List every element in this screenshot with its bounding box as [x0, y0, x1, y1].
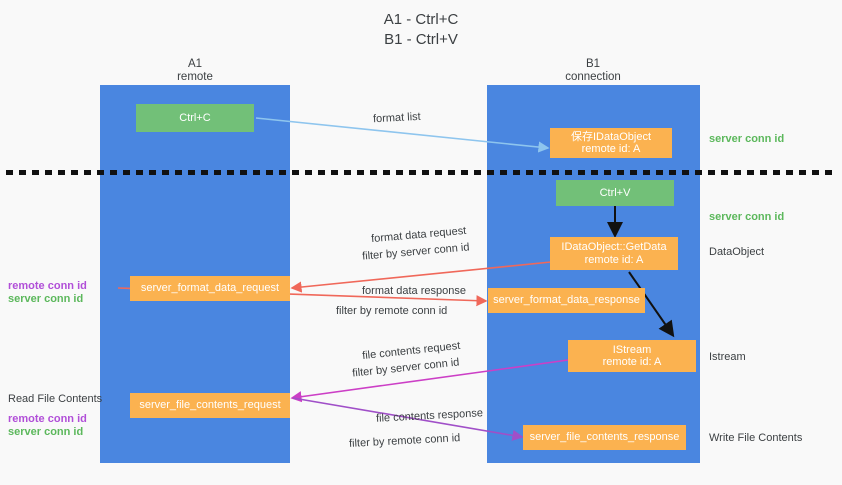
- box-getdata-line2: remote id: A: [584, 253, 644, 266]
- arrow-file-contents-request: [290, 359, 569, 403]
- diagram-title: A1 - Ctrl+C B1 - Ctrl+V: [0, 10, 842, 50]
- title-line-1: A1 - Ctrl+C: [383, 11, 459, 28]
- lane-header-a1-name: A1: [187, 58, 203, 70]
- box-save-idataobject-line2: remote id: A: [581, 143, 641, 155]
- annotation-server-conn-id-left-1: server conn id: [8, 293, 84, 305]
- annotation-dataobject: DataObject: [709, 246, 765, 258]
- annotation-server-conn-id-left-2: server conn id: [8, 426, 84, 438]
- box-save-idataobject[interactable]: 保存IDataObject remote id: A: [550, 128, 672, 158]
- dashed-divider: [6, 170, 836, 175]
- lane-header-b1-sub: connection: [565, 71, 621, 83]
- lane-header-b1: B1 connection: [528, 58, 658, 84]
- annotation-write-file-contents: Write File Contents: [709, 432, 803, 444]
- arrow-getdata-to-istream: [628, 271, 675, 338]
- edge-label-format-list: format list: [372, 110, 421, 126]
- annotation-server-conn-id-top: server conn id: [709, 133, 785, 145]
- box-idataobject-getdata[interactable]: IDataObject::GetData remote id: A: [550, 237, 678, 270]
- edge-label-format-data-response: format data response: [362, 285, 466, 297]
- box-getdata-line1: IDataObject::GetData: [561, 241, 667, 253]
- lane-header-a1: A1 remote: [130, 58, 260, 84]
- box-save-idataobject-line1: 保存IDataObject: [570, 130, 652, 143]
- box-istream-line1: IStream: [612, 343, 652, 356]
- arrow-file-contents-response: [292, 397, 524, 441]
- box-server-file-contents-response[interactable]: server_file_contents_response: [523, 425, 686, 450]
- filter-prefix-3: filter by: [351, 363, 389, 380]
- filter-prefix-4: filter by: [348, 436, 385, 450]
- lane-header-b1-name: B1: [585, 58, 601, 70]
- annotation-remote-conn-id-1: remote conn id: [8, 280, 87, 292]
- box-server-format-data-request[interactable]: server_format_data_request: [130, 276, 290, 301]
- annotation-server-conn-id-mid: server conn id: [709, 211, 785, 223]
- arrow-format-data-request: [290, 261, 552, 293]
- box-istream[interactable]: IStream remote id: A: [568, 340, 696, 372]
- lane-header-a1-sub: remote: [177, 71, 213, 83]
- box-server-format-data-response[interactable]: server_format_data_response: [488, 288, 645, 313]
- annotation-read-file-contents: Read File Contents: [8, 393, 103, 405]
- filter-prefix-1: filter by: [361, 247, 399, 263]
- annotation-istream: Istream: [709, 351, 746, 363]
- box-istream-line2: remote id: A: [602, 356, 662, 368]
- filter-prefix-2: filter by: [336, 305, 372, 317]
- filter-value-remote-conn-id-1: remote conn id: [374, 305, 448, 317]
- box-ctrl-c[interactable]: Ctrl+C: [136, 104, 254, 132]
- annotation-remote-conn-id-2: remote conn id: [8, 413, 87, 425]
- title-line-2: B1 - Ctrl+V: [384, 31, 458, 48]
- box-server-file-contents-request[interactable]: server_file_contents_request: [130, 393, 290, 418]
- edge-label-format-data-response-filter: filter by remote conn id: [336, 304, 447, 318]
- box-ctrl-v[interactable]: Ctrl+V: [556, 180, 674, 206]
- arrow-format-list: [255, 117, 550, 153]
- filter-value-remote-conn-id-2: remote conn id: [387, 432, 461, 448]
